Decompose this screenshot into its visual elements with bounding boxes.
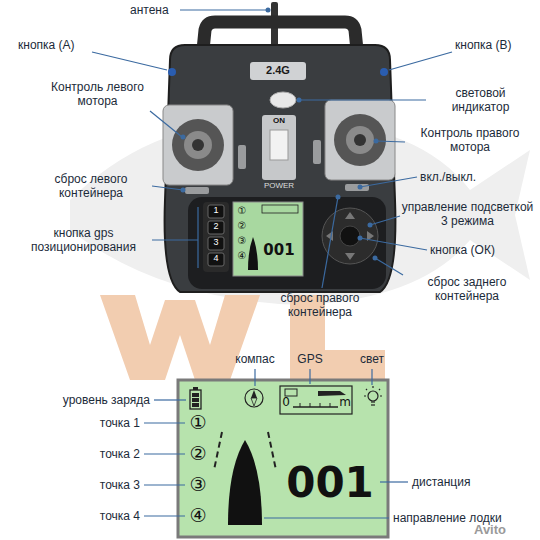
small-lcd <box>233 202 303 276</box>
display-text: ④ <box>236 250 248 261</box>
power-switch <box>262 115 296 180</box>
boat-icon <box>248 237 258 270</box>
display-text: 001 <box>257 242 301 259</box>
button-number: 4 <box>208 253 224 263</box>
button-number: 1 <box>208 205 224 215</box>
lcd-display: ① ② ③ ④ 0 m 001 <box>180 382 386 536</box>
badge-text: 2.4G <box>250 64 306 77</box>
callout-label: компас <box>220 352 290 366</box>
callout-label: точка 2 <box>70 447 140 461</box>
display-text: ④ <box>186 505 210 526</box>
boat-shape <box>228 440 262 525</box>
callout-label: кнопка (В) <box>455 38 535 52</box>
button-b <box>380 68 388 76</box>
leader-line <box>92 10 452 288</box>
callout-label: GPS <box>290 352 330 366</box>
light-icon <box>364 386 382 405</box>
callout-label: антена <box>130 3 180 17</box>
display-text: 001 <box>276 460 384 506</box>
stick <box>334 114 386 166</box>
callout-label: сброс правого контейнера <box>255 291 385 319</box>
switch-text: POWER <box>252 181 306 190</box>
callout-label: сброс левого контейнера <box>30 172 152 200</box>
small-lcd-screen: ① ② ③ ④ 001 <box>233 202 303 276</box>
display-text: ① <box>236 205 248 216</box>
d-pad <box>322 208 378 264</box>
callout-label: дистанция <box>412 475 522 489</box>
button-number: 2 <box>208 221 224 231</box>
callout-label: кнопка (А) <box>18 38 98 52</box>
trim-slider <box>185 140 369 194</box>
display-text: ② <box>186 443 210 464</box>
callout-label: сброс заднего контейнера <box>398 275 536 303</box>
button-number: 3 <box>208 237 224 247</box>
display-text: ③ <box>186 474 210 495</box>
stick-plate <box>163 105 233 185</box>
battery-icon <box>190 387 201 409</box>
big-lcd <box>178 380 388 537</box>
compass-icon <box>245 389 263 407</box>
callout-label: кнопка gps позиционирования <box>15 226 152 254</box>
leader-line <box>144 369 408 518</box>
callout-label: вкл./выкл. <box>420 170 520 184</box>
callout-label: световой индикатор <box>428 86 533 114</box>
gps-buttons <box>203 202 229 272</box>
display-text: ② <box>236 220 248 231</box>
badge <box>250 62 306 80</box>
watermark: Avito <box>455 522 525 537</box>
gps-indicator <box>280 386 352 414</box>
callout-label: направление лодки <box>393 511 536 525</box>
switch-text: ON <box>262 116 296 125</box>
callout-label: кнопка (ОК) <box>430 243 535 257</box>
button-a <box>168 68 176 76</box>
callout-label: Контроль правого мотора <box>405 126 535 154</box>
callout-label: точка 4 <box>70 509 140 523</box>
display-text: ③ <box>236 235 248 246</box>
light-indicator <box>270 92 296 108</box>
callout-label: уровень заряда <box>15 393 150 407</box>
callout-label: Контроль левого мотора <box>35 80 160 108</box>
remote-body <box>165 45 396 292</box>
lower-panel <box>188 197 386 289</box>
stick-plate <box>325 100 395 180</box>
display-text: 0 <box>280 396 292 409</box>
display-text: ① <box>186 412 210 433</box>
display-text: m <box>338 396 352 409</box>
callout-label: точка 1 <box>70 416 140 430</box>
callout-label: управление подсветкой 3 режима <box>400 200 535 228</box>
callout-label: точка 3 <box>70 478 140 492</box>
callout-label: свет <box>350 352 394 366</box>
stick <box>172 119 224 171</box>
